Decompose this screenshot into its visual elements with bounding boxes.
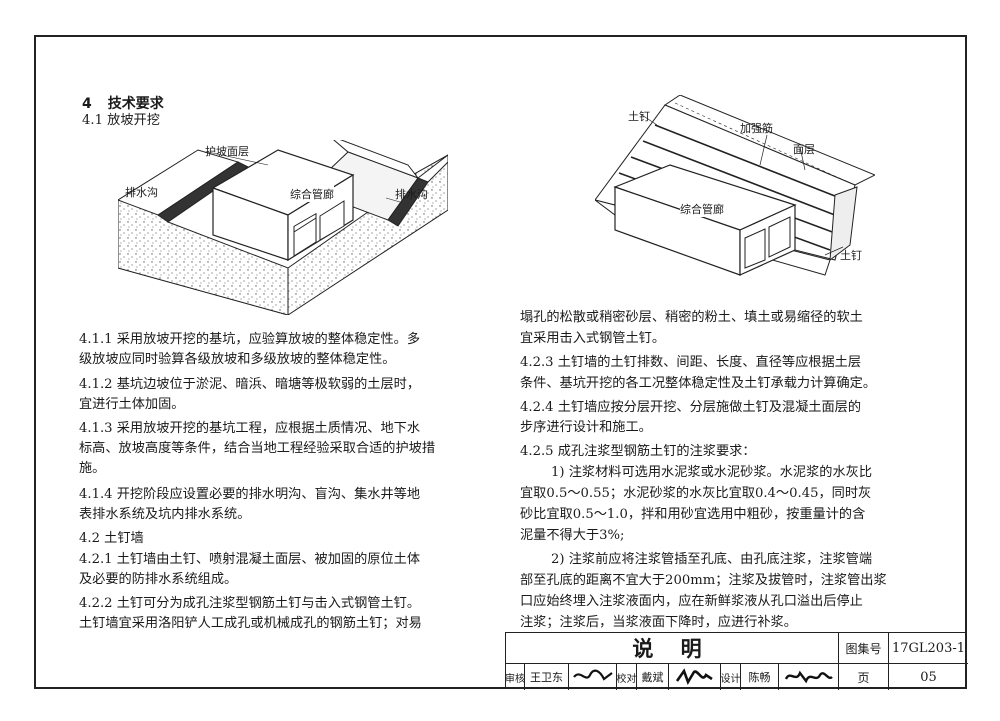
designer-name: 陈畅 — [748, 671, 771, 684]
review-label: 审核 — [505, 673, 525, 685]
text-line: 4.2.4 土钉墙应按分层开挖、分层施做土钉及混凝土面层的 — [520, 400, 862, 415]
checker-signature — [675, 668, 713, 686]
design-label: 设计 — [720, 673, 741, 685]
text-line: 砂比宜取0.5～1.0，拌和用砂宜选用中粗砂，按重量计的含 — [520, 507, 866, 522]
text-line: 条件、基坑开挖的各工况整体稳定性及土钉承载力计算确定。 — [520, 376, 877, 391]
text-line: 1) 注浆材料可选用水泥浆或水泥砂浆。水泥浆的水灰比 — [551, 465, 873, 480]
reviewer-signature — [573, 669, 613, 681]
text-line: 步序进行设计和施工。 — [520, 420, 652, 435]
text-line: 4.1.1 采用放坡开挖的基坑，应验算放坡的整体稳定性。多 — [79, 332, 421, 347]
label-slope-surface: 护坡面层 — [205, 145, 249, 158]
designer-signature — [784, 670, 833, 684]
soil-nail-wall-figure — [595, 95, 875, 276]
text-line: 4.1.3 采用放坡开挖的基坑工程，应根据土质情况、地下水 — [79, 421, 421, 436]
text-line: 4.2.2 土钉可分为成孔注浆型钢筋土钉与击入式钢管土钉。 — [79, 596, 421, 611]
label-rebar: 加强筋 — [740, 122, 773, 135]
label-gallery-1: 综合管廊 — [290, 186, 334, 202]
label-ditch-right: 排水沟 — [395, 188, 428, 201]
text-line: 4.2.5 成孔注浆型钢筋土钉的注浆要求： — [520, 444, 756, 459]
text-line: 泥量不得大于3%; — [520, 528, 625, 543]
text-line: 口应始终埋入注浆液面内，应在新鲜浆液从孔口溢出后停止 — [520, 594, 863, 609]
text-line: 4.2 土钉墙 — [79, 531, 144, 546]
text-line: 及必要的防排水系统组成。 — [79, 572, 238, 587]
label-gallery-2: 综合管廊 — [680, 201, 724, 217]
atlas-number: 17GL203-1 — [891, 640, 966, 656]
label-face: 面层 — [793, 143, 815, 156]
label-ditch-left: 排水沟 — [125, 186, 158, 199]
text-line: 表排水系统及坑内排水系统。 — [79, 507, 251, 522]
text-line: 级放坡应同时验算各级放坡和多级放坡的整体稳定性。 — [79, 352, 396, 367]
text-line: 宜采用击入式钢管土钉。 — [520, 331, 666, 346]
label-nail-bottom: 土钉 — [840, 249, 862, 262]
subsection-4-1: 4.1 放坡开挖 — [82, 113, 160, 128]
text-line: 宜取0.5～0.55；水泥砂浆的水灰比宜取0.4～0.45，同时灰 — [520, 486, 872, 501]
checker-name: 戴斌 — [641, 671, 664, 684]
text-line: 4.1.4 开挖阶段应设置必要的排水明沟、盲沟、集水井等地 — [79, 487, 421, 502]
title-block: 说 明 图集号 17GL203-1 审核 王卫东 校对 戴斌 设计 陈畅 页 0… — [505, 632, 968, 690]
text-line: 4.1.2 基坑边坡位于淤泥、暗浜、暗塘等极软弱的土层时， — [79, 377, 421, 392]
text-line: 施。 — [79, 461, 106, 476]
text-line: 4.2.3 土钉墙的土钉排数、间距、长度、直径等应根据土层 — [520, 355, 862, 370]
drawing-title: 说 明 — [632, 636, 712, 661]
text-line: 宜进行土体加固。 — [79, 397, 185, 412]
text-line: 4.2.1 土钉墙由土钉、喷射混凝土面层、被加固的原位土体 — [79, 552, 421, 567]
reviewer-name: 王卫东 — [530, 671, 563, 684]
text-line: 注浆；注浆后，当浆液面下降时，应进行补浆。 — [520, 615, 797, 630]
text-line: 塌孔的松散或稍密砂层、稍密的粉土、填土或易缩径的软土 — [520, 310, 863, 325]
text-line: 部至孔底的距离不宜大于200mm；注浆及拔管时，注浆管出浆 — [520, 573, 887, 588]
page-number: 05 — [920, 669, 937, 685]
text-line: 2) 注浆前应将注浆管插至孔底、由孔底注浆，注浆管端 — [551, 552, 873, 567]
text-line: 土钉墙宜采用洛阳铲人工成孔或机械成孔的钢筋土钉；对易 — [79, 616, 422, 631]
atlas-label: 图集号 — [845, 641, 882, 656]
text-line: 标高、放坡高度等条件，结合当地工程经验采取合适的护坡措 — [79, 441, 436, 456]
page-label: 页 — [857, 670, 870, 685]
check-label: 校对 — [616, 673, 637, 685]
slope-excavation-figure — [118, 140, 448, 315]
label-nail-top: 土钉 — [628, 110, 650, 123]
drawing-frame — [34, 35, 967, 689]
